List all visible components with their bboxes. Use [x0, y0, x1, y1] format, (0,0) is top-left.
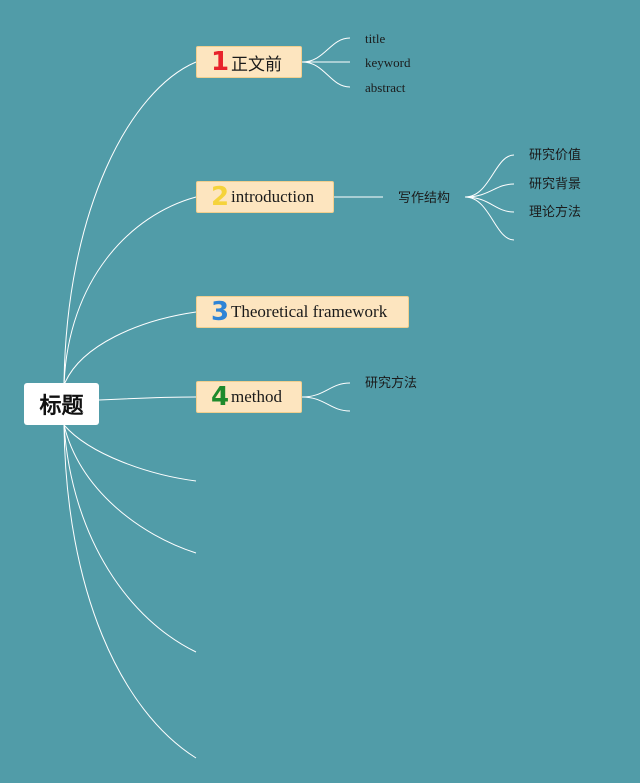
connector-b1-title [301, 37, 351, 63]
leaf-title[interactable]: title [365, 31, 386, 46]
connector-root-b4 [98, 396, 197, 401]
leaf-research-value[interactable]: 研究价值 [529, 148, 582, 163]
root-node[interactable]: 标题 [24, 383, 99, 425]
leaf-keyword[interactable]: keyword [365, 55, 411, 70]
leaf-research-method[interactable]: 研究方法 [365, 376, 418, 391]
branch-node-4[interactable]: 4 method [196, 381, 302, 413]
branch-label-1: 正文前 [231, 54, 282, 75]
branch-node-2[interactable]: 2 introduction [196, 181, 334, 213]
leaf-theory-method[interactable]: 理论方法 [529, 205, 582, 220]
connector-gc-4 [464, 196, 515, 241]
number-badge-1: 1 [211, 47, 230, 77]
connector-gc-1 [464, 154, 515, 198]
branch-node-3[interactable]: 3 Theoretical framework [196, 296, 409, 328]
connector-b1-abstract [301, 61, 351, 88]
branch-label-3: Theoretical framework [231, 302, 388, 321]
branch-node-1[interactable]: 1 正文前 [196, 46, 302, 78]
connector-root-empty-4 [63, 424, 197, 759]
connector-root-empty-2 [63, 424, 197, 554]
connector-gc-3 [464, 196, 515, 213]
root-label: 标题 [39, 394, 84, 419]
connector-b4-c2 [301, 396, 351, 412]
connector-root-b3 [63, 311, 197, 386]
branch-label-2: introduction [231, 187, 315, 206]
leaf-research-background[interactable]: 研究背景 [529, 177, 582, 192]
connector-root-b2 [63, 196, 197, 386]
connector-b4-c1 [301, 382, 351, 398]
branch-label-4: method [231, 387, 282, 406]
connector-root-empty-1 [63, 424, 197, 482]
connector-root-empty-3 [63, 424, 197, 653]
number-badge-4: 4 [211, 382, 230, 412]
number-badge-2: 2 [211, 182, 230, 212]
leaf-abstract[interactable]: abstract [365, 80, 406, 95]
number-badge-3: 3 [211, 297, 230, 327]
connector-gc-2 [464, 183, 515, 198]
leaf-writing-structure[interactable]: 写作结构 [398, 191, 451, 206]
connector-root-b1 [63, 61, 197, 386]
